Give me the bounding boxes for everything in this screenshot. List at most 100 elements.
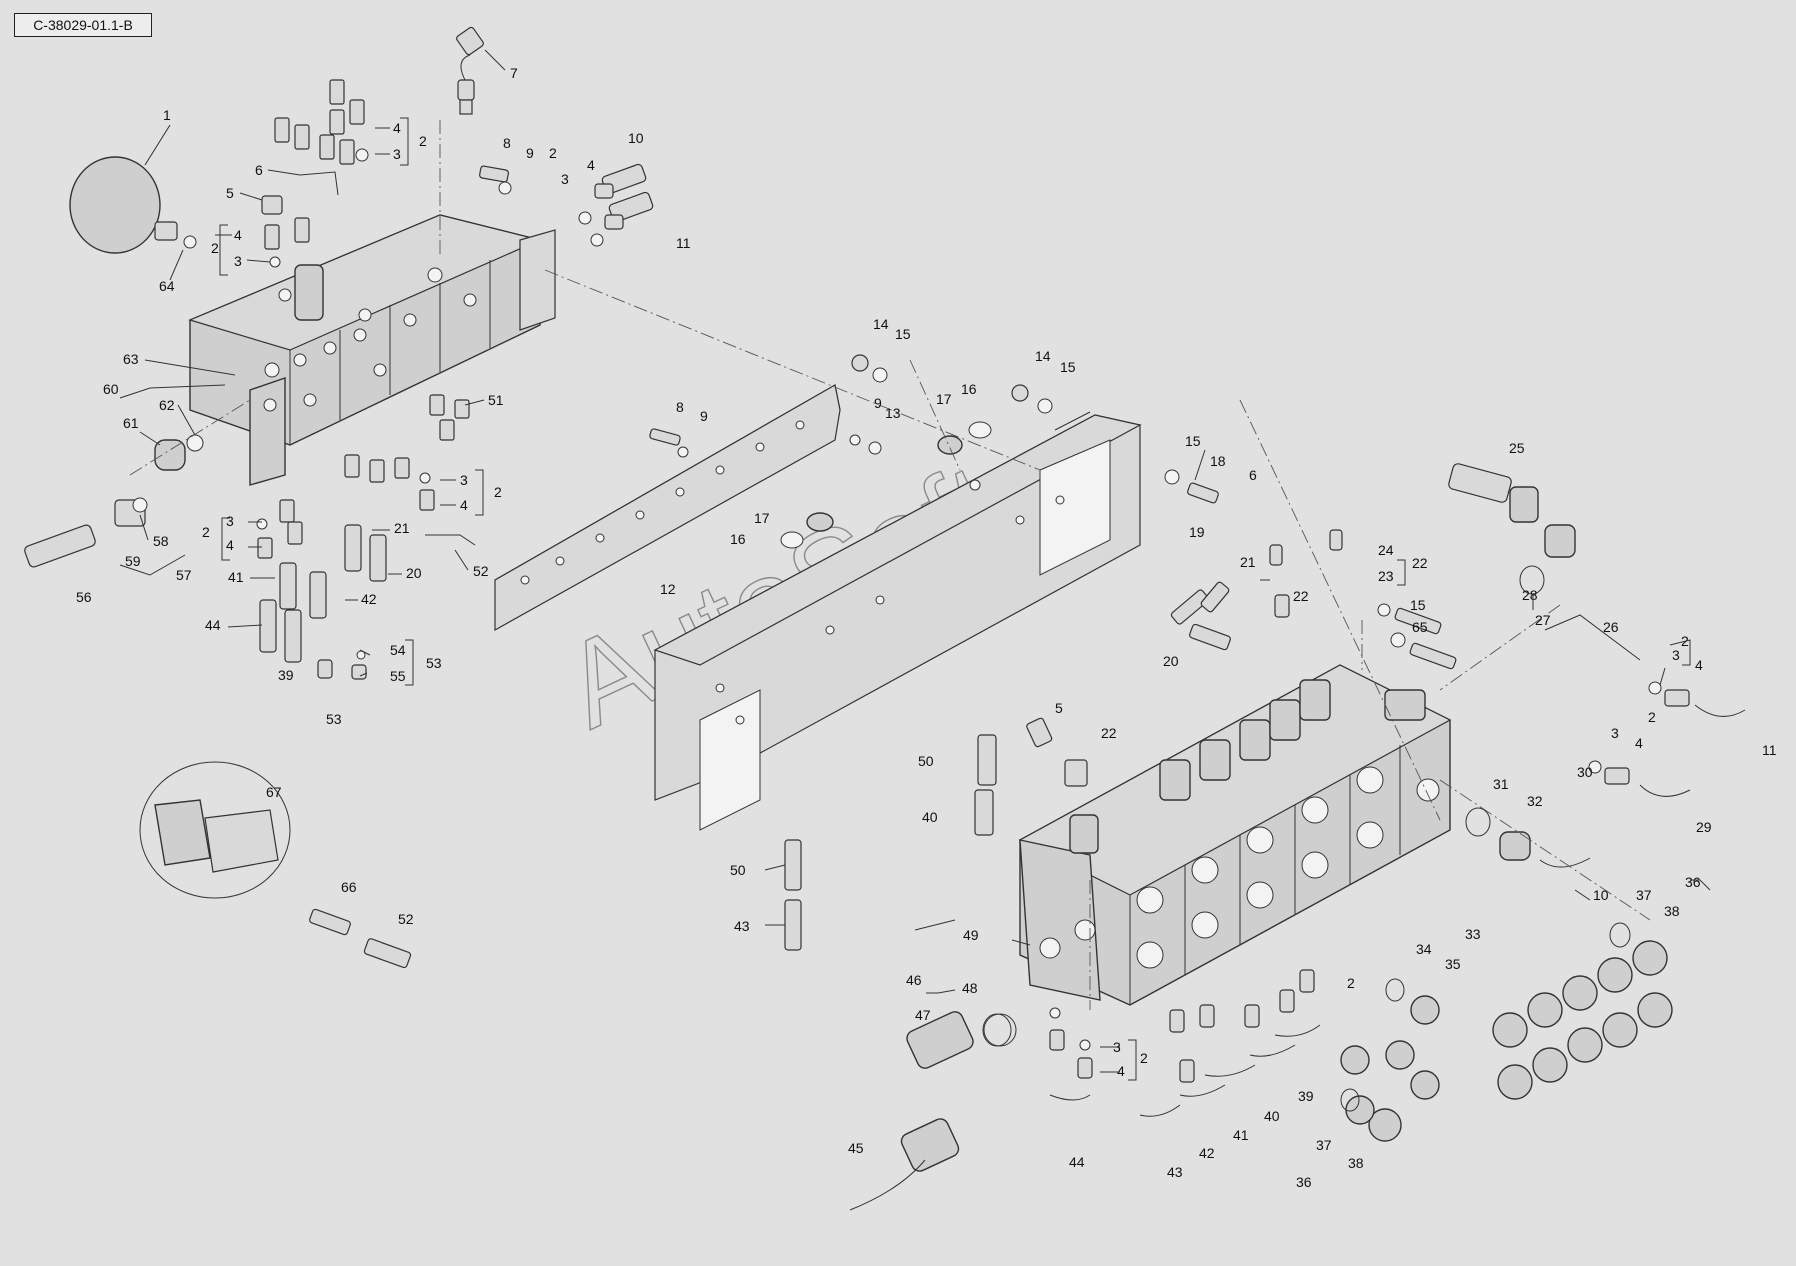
callout: 3 xyxy=(1672,647,1680,663)
callout: 54 xyxy=(390,642,406,658)
middle-small-parts xyxy=(649,354,1219,549)
callout: 15 xyxy=(1410,597,1426,613)
callout: 49 xyxy=(963,927,979,943)
callout: 66 xyxy=(341,879,357,895)
callout: 40 xyxy=(922,809,938,825)
callout: 19 xyxy=(1189,524,1205,540)
callout: 62 xyxy=(159,397,175,413)
callout: 8 xyxy=(676,399,684,415)
callout: 2 xyxy=(1648,709,1656,725)
callout: 38 xyxy=(1664,903,1680,919)
callout: 22 xyxy=(1101,725,1117,741)
callout: 2 xyxy=(1347,975,1355,991)
callout: 29 xyxy=(1696,819,1712,835)
callout: 9 xyxy=(874,395,882,411)
callout: 30 xyxy=(1577,764,1593,780)
callout: 2 xyxy=(202,524,210,540)
callout: 4 xyxy=(587,157,595,173)
callout: 43 xyxy=(1167,1164,1183,1180)
callout: 61 xyxy=(123,415,139,431)
callout: 11 xyxy=(1762,742,1777,758)
rocker-switch xyxy=(154,799,279,873)
callout: 11 xyxy=(676,235,691,251)
callout: 4 xyxy=(234,227,242,243)
main-valve-bank xyxy=(1018,664,1452,1006)
callout: 55 xyxy=(390,668,406,684)
callout: 14 xyxy=(1035,348,1051,364)
callout: 24 xyxy=(1378,542,1394,558)
callout: 64 xyxy=(159,278,175,294)
callout: 44 xyxy=(1069,1154,1085,1170)
callout: 32 xyxy=(1527,793,1543,809)
callout: 18 xyxy=(1210,453,1226,469)
main-frame xyxy=(653,414,1142,831)
callout: 4 xyxy=(1635,735,1643,751)
callout: 2 xyxy=(494,484,502,500)
callout: 39 xyxy=(278,667,294,683)
callout: 52 xyxy=(473,563,489,579)
callout: 10 xyxy=(628,130,644,146)
callout: 22 xyxy=(1412,555,1428,571)
callout: 3 xyxy=(234,253,242,269)
callout: 16 xyxy=(961,381,977,397)
callout: 3 xyxy=(393,146,401,162)
callout: 23 xyxy=(1378,568,1394,584)
callout: 60 xyxy=(103,381,119,397)
callout: 43 xyxy=(734,918,750,934)
callout: 1 xyxy=(163,107,171,123)
port-plugs xyxy=(1340,922,1673,1142)
callout: 53 xyxy=(426,655,442,671)
callout: 20 xyxy=(1163,653,1179,669)
callout: 7 xyxy=(510,65,518,81)
callout: 42 xyxy=(1199,1145,1215,1161)
callout: 13 xyxy=(885,405,901,421)
callout: 65 xyxy=(1412,619,1428,635)
callout: 16 xyxy=(730,531,746,547)
callout: 15 xyxy=(895,326,911,342)
upper-fittings xyxy=(24,26,654,568)
callout: 2 xyxy=(1140,1050,1148,1066)
callout: 34 xyxy=(1416,941,1432,957)
callout: 20 xyxy=(406,565,422,581)
callout: 37 xyxy=(1316,1137,1332,1153)
callout: 22 xyxy=(1293,588,1309,604)
callout: 4 xyxy=(226,537,234,553)
callout: 9 xyxy=(700,408,708,424)
drawing-id-label: C-38029-01.1-B xyxy=(14,13,152,37)
callout: 3 xyxy=(460,472,468,488)
callout: 2 xyxy=(419,133,427,149)
callout: 44 xyxy=(205,617,221,633)
callout: 39 xyxy=(1298,1088,1314,1104)
callout: 17 xyxy=(754,510,770,526)
callout: 50 xyxy=(918,753,934,769)
callout: 35 xyxy=(1445,956,1461,972)
callout: 3 xyxy=(226,513,234,529)
switch-detail-circle xyxy=(139,761,291,899)
callout: 21 xyxy=(394,520,410,536)
callout: 4 xyxy=(460,497,468,513)
callout: 12 xyxy=(660,581,676,597)
right-fittings xyxy=(1390,463,1746,868)
callout: 56 xyxy=(76,589,92,605)
callout: 33 xyxy=(1465,926,1481,942)
callout: 4 xyxy=(393,120,401,136)
callout: 51 xyxy=(488,392,504,408)
callout: 63 xyxy=(123,351,139,367)
callout: 8 xyxy=(503,135,511,151)
callout: 57 xyxy=(176,567,192,583)
callout: 41 xyxy=(1233,1127,1249,1143)
callout: 53 xyxy=(326,711,342,727)
callout: 45 xyxy=(848,1140,864,1156)
callout: 28 xyxy=(1522,587,1538,603)
callout: 2 xyxy=(211,240,219,256)
callout: 6 xyxy=(1249,467,1257,483)
callout: 40 xyxy=(1264,1108,1280,1124)
callout: 42 xyxy=(361,591,377,607)
callout: 15 xyxy=(1185,433,1201,449)
callout: 14 xyxy=(873,316,889,332)
left-fitting-cluster xyxy=(256,394,476,680)
callout: 48 xyxy=(962,980,978,996)
callout: 37 xyxy=(1636,887,1652,903)
callout: 38 xyxy=(1348,1155,1364,1171)
